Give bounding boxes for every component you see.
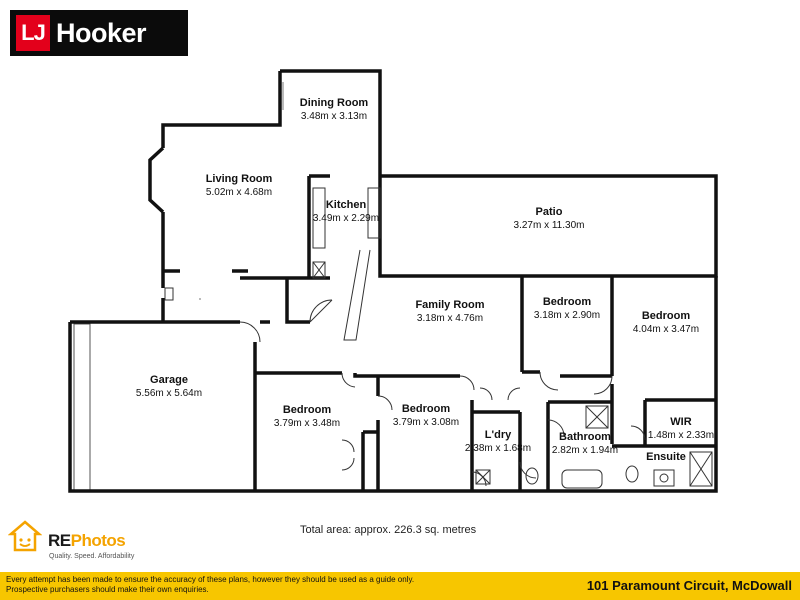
room-name: Living Room — [205, 173, 273, 185]
room-dims: 3.79m x 3.08m — [392, 417, 460, 428]
room-dims: 1.48m x 2.33m — [647, 430, 715, 441]
room-garage: Garage 5.56m x 5.64m — [119, 374, 219, 400]
rephotos-brand-photos: Photos — [70, 531, 126, 550]
property-address: 101 Paramount Circuit, McDowall — [586, 578, 792, 593]
room-dining: Dining Room 3.48m x 3.13m — [284, 97, 384, 123]
rephotos-logo: REPhotos Quality. Speed. Affordability — [8, 519, 148, 567]
room-dims: 4.04m x 3.47m — [632, 324, 700, 335]
room-bathroom: Bathroom 2.82m x 1.94m — [543, 431, 627, 457]
room-dims: 2.82m x 1.94m — [551, 445, 619, 456]
garage-door — [73, 323, 91, 491]
rephotos-brand-re: RE — [48, 531, 71, 550]
room-ensuite: Ensuite — [636, 451, 696, 464]
room-patio: Patio 3.27m x 11.30m — [499, 206, 599, 232]
room-dims: 3.18m x 4.76m — [416, 313, 484, 324]
room-dims: 3.79m x 3.48m — [273, 418, 341, 429]
room-name: Family Room — [415, 299, 485, 311]
room-name: Bedroom — [401, 403, 451, 415]
room-dims: 3.48m x 3.13m — [300, 111, 368, 122]
room-living: Living Room 5.02m x 4.68m — [189, 173, 289, 199]
room-dims: 3.49m x 2.29m — [312, 213, 380, 224]
logo-mark: LJ — [16, 15, 50, 51]
room-name: Ensuite — [646, 451, 686, 463]
room-name: WIR — [670, 416, 692, 428]
room-bedroom-4: Bedroom 3.79m x 3.48m — [257, 404, 357, 430]
room-wir: WIR 1.48m x 2.33m — [641, 416, 721, 442]
room-name: Bedroom — [282, 404, 332, 416]
room-name: Patio — [535, 206, 563, 218]
room-family: Family Room 3.18m x 4.76m — [400, 299, 500, 325]
footer-bar: Every attempt has been made to ensure th… — [0, 572, 800, 600]
room-name: Bedroom — [542, 296, 592, 308]
disclaimer-text: Every attempt has been made to ensure th… — [6, 575, 415, 594]
lj-hooker-logo: LJ Hooker — [10, 10, 188, 56]
room-bedroom-3: Bedroom 3.79m x 3.08m — [376, 403, 476, 429]
room-name: Garage — [150, 374, 188, 386]
room-name: Kitchen — [325, 199, 367, 211]
rephotos-brand: REPhotos — [48, 531, 126, 551]
room-bedroom-2: Bedroom 3.18m x 2.90m — [517, 296, 617, 322]
room-bedroom-1: Bedroom 4.04m x 3.47m — [616, 310, 716, 336]
room-dims: 5.56m x 5.64m — [135, 388, 203, 399]
room-name: Bathroom — [559, 431, 611, 443]
room-dims: 2.38m x 1.68m — [464, 443, 532, 454]
room-kitchen: Kitchen 3.49m x 2.29m — [296, 199, 396, 225]
room-name: Bedroom — [641, 310, 691, 322]
room-name: Dining Room — [299, 97, 369, 109]
room-laundry: L'dry 2.38m x 1.68m — [458, 429, 538, 455]
house-icon — [8, 520, 42, 552]
room-dims: 3.27m x 11.30m — [513, 220, 585, 231]
logo-name: Hooker — [56, 17, 147, 48]
fixtures — [164, 187, 713, 489]
total-area: Total area: approx. 226.3 sq. metres — [300, 524, 477, 536]
room-dims: 5.02m x 4.68m — [205, 187, 273, 198]
rephotos-tagline: Quality. Speed. Affordability — [49, 553, 135, 560]
room-name: L'dry — [484, 429, 512, 441]
room-dims: 3.18m x 2.90m — [533, 310, 601, 321]
